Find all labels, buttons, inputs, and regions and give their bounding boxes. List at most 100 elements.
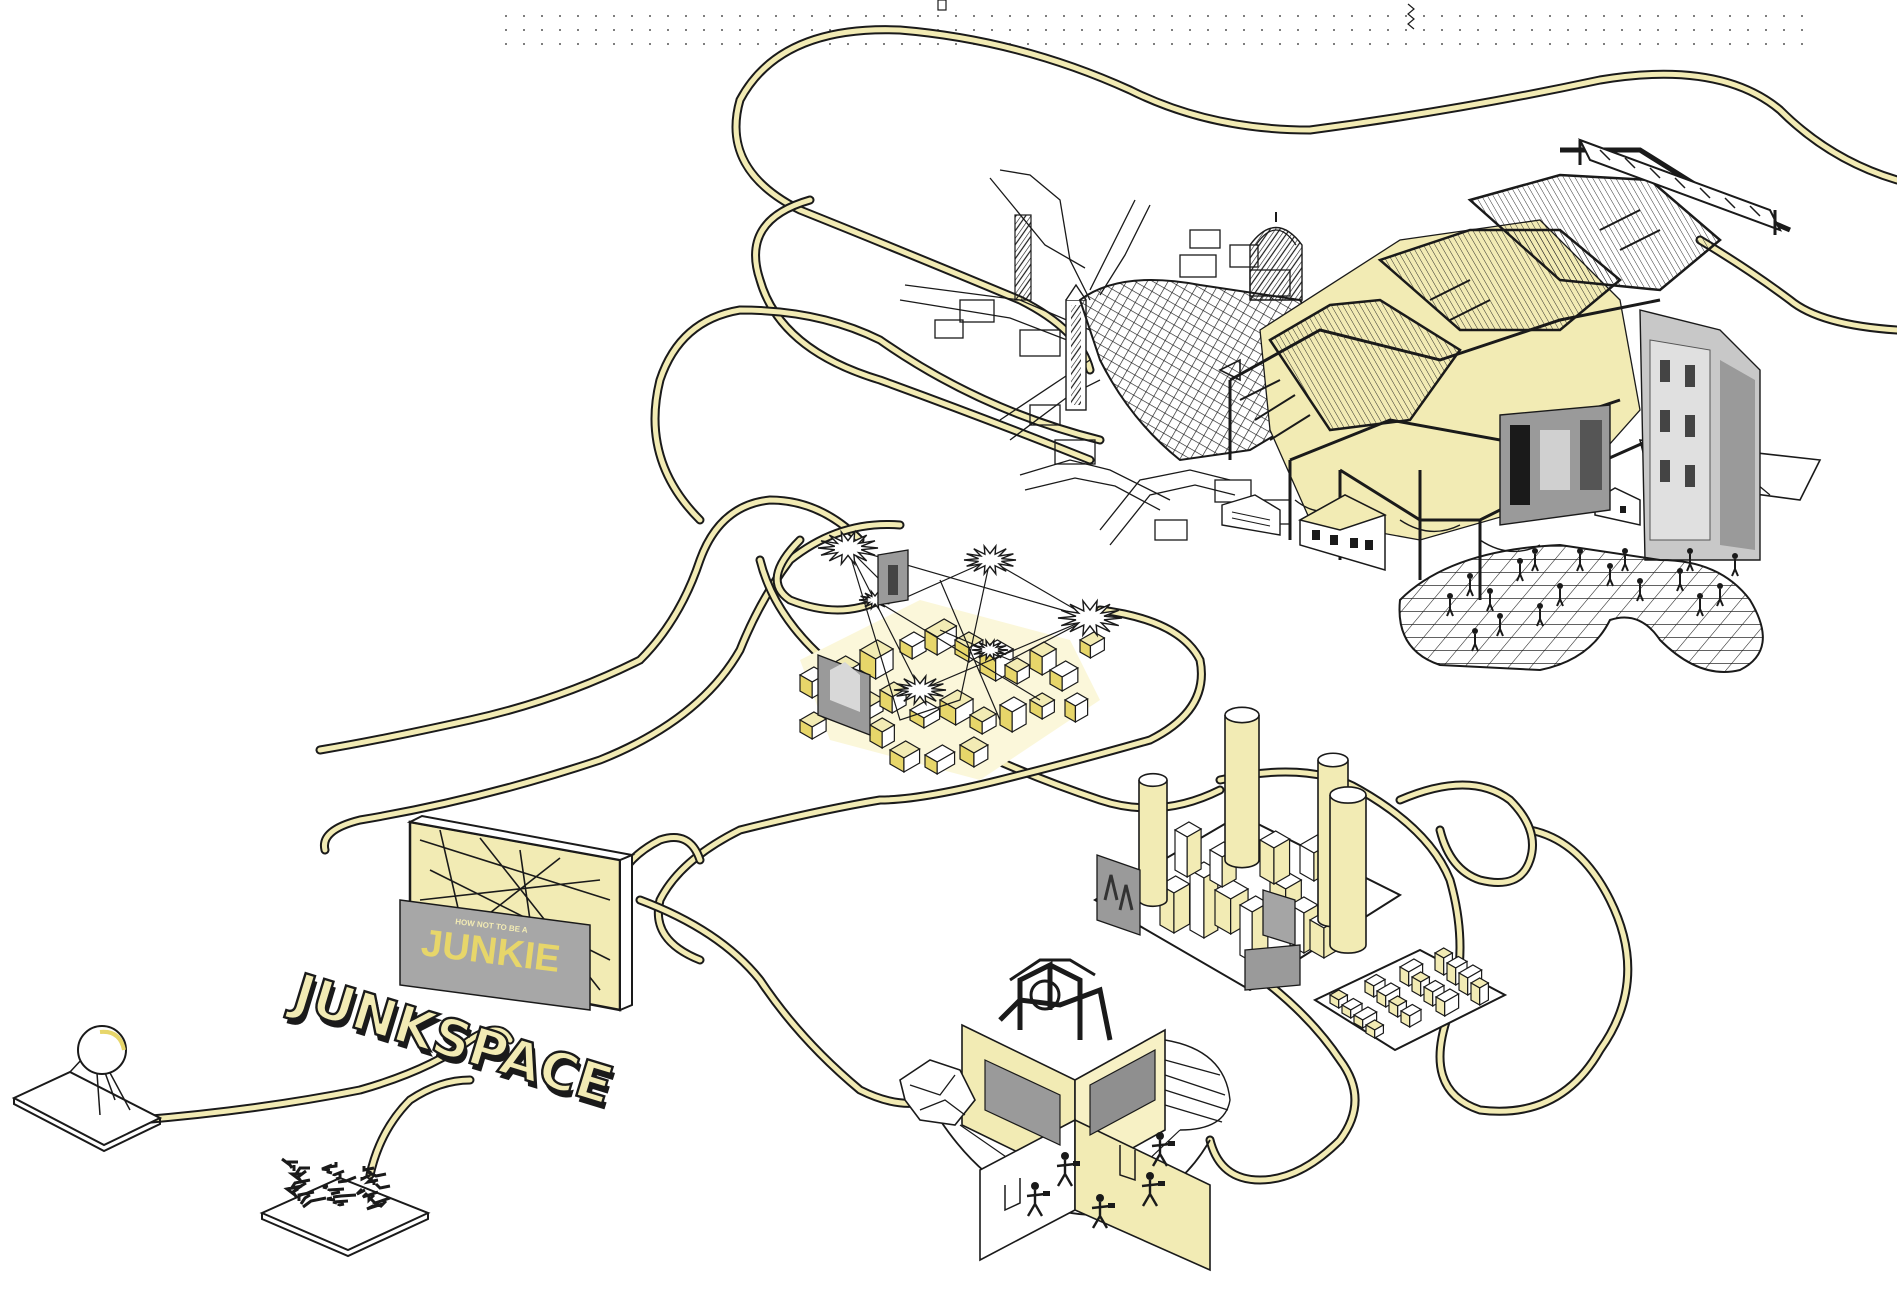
cluster-block-18: [888, 740, 921, 774]
junkspace-billboard: HOW NOT TO BE A JUNKIE JUNKSPACE JUNKSPA…: [282, 814, 636, 1123]
plaza-person-15: [1686, 548, 1694, 572]
dense-block-cluster: [1312, 947, 1508, 1052]
plaza-person-13: [1446, 593, 1454, 617]
plaza-person-7: [1636, 578, 1644, 602]
plaza-person-10: [1716, 583, 1724, 607]
road-core-9: [655, 607, 1204, 963]
camera-figures: [1026, 1132, 1175, 1229]
tower-block-8: [1173, 821, 1203, 879]
cylinder-1: [1138, 772, 1168, 908]
plaza-person-16: [1731, 553, 1739, 577]
cluster-block-4-right: [911, 637, 927, 661]
road-core-14: [637, 897, 933, 1106]
tower-block-9-right: [1273, 837, 1291, 886]
scaffold-machine: [998, 958, 1113, 1041]
photo-panel-crowd: [1096, 854, 1141, 936]
market-hall-complex: [899, 138, 1822, 673]
tower-block-8-left: [1174, 828, 1188, 879]
dense-block-9: [1352, 1006, 1378, 1030]
road-core-2: [1697, 237, 1897, 333]
cylinder-4: [1329, 786, 1367, 954]
cluster-block-23-right: [1089, 636, 1105, 660]
cluster-block-13: [908, 700, 941, 730]
cylinder-3-cap: [1317, 752, 1349, 768]
photo-panel-storefront: [1499, 404, 1611, 526]
small-house-left: [1297, 494, 1387, 572]
plaza-person-9: [1696, 593, 1704, 617]
road-core-11: [1217, 769, 1631, 1114]
dense-block-16: [1469, 977, 1490, 1007]
camera-figure-3: [1141, 1172, 1165, 1207]
dense-block-15-right: [1444, 992, 1460, 1018]
plaza-person-14: [1471, 628, 1479, 652]
tower-block-1-right: [1173, 882, 1191, 935]
dense-block-15: [1434, 988, 1460, 1018]
road-core-1: [733, 27, 1897, 373]
cluster-block-8-right: [1016, 663, 1030, 686]
camera-figure-1: [1026, 1182, 1050, 1217]
road-core-4: [652, 307, 1103, 523]
tall-cylinders: [1138, 706, 1367, 954]
plaza-people: [1446, 548, 1739, 652]
cluster-block-17-right: [1041, 698, 1055, 721]
cluster-block-4: [898, 631, 928, 661]
roof-trusses: [1218, 138, 1822, 600]
road-core-13: [1207, 947, 1358, 1183]
cylinder-1-body: [1138, 780, 1168, 908]
cluster-block-16-right: [1011, 702, 1027, 734]
top-dot-grid: [500, 0, 1810, 52]
camera-figure-2: [1091, 1194, 1115, 1229]
cluster-block-17: [1028, 692, 1056, 721]
cluster-block-20-right: [973, 743, 989, 769]
cluster-blocks: [798, 618, 1106, 776]
junk-pile-plate: [259, 1157, 431, 1258]
central-network-cluster: [798, 529, 1123, 780]
grid-plaza: [1398, 543, 1764, 673]
camera-figure-4: [1151, 1132, 1175, 1167]
dense-block-13: [1364, 1019, 1385, 1040]
spiral-stair: [1164, 1039, 1231, 1131]
photo-panel-cathedral: [817, 654, 871, 736]
cluster-block-15-right: [981, 712, 997, 736]
photo-panel-colonial-building: [1639, 309, 1761, 561]
cluster-block-13-right: [923, 707, 941, 730]
road-edge-14: [635, 895, 935, 1108]
tower-block-9: [1258, 830, 1291, 886]
tower-block-12-left: [1209, 848, 1223, 889]
cluster-block-3: [858, 639, 895, 681]
dense-block-14: [1399, 1003, 1423, 1029]
poster: HOW NOT TO BE A JUNKIE: [399, 899, 591, 1011]
garage-shed: [1221, 494, 1281, 536]
cluster-block-8: [1003, 657, 1031, 686]
road-core-16: [367, 1077, 473, 1178]
cluster-block-15: [968, 706, 998, 736]
cluster-block-10: [1048, 660, 1080, 693]
road-edge-2: [1695, 235, 1897, 335]
spiky-node-5: [971, 637, 1009, 663]
tall-tower: [1014, 214, 1087, 411]
camera-figure-5: [1056, 1152, 1080, 1187]
cluster-block-10-right: [1061, 666, 1079, 693]
plaza-person-8: [1676, 568, 1684, 592]
cluster-block-21-right: [811, 717, 827, 741]
road-core-5: [317, 497, 863, 753]
dense-block-9-right: [1362, 1010, 1378, 1030]
cluster-block-19: [923, 744, 956, 776]
photo-panel-figure: [877, 549, 909, 606]
junk-pile: [281, 1157, 391, 1211]
spiky-node-1: [817, 529, 879, 567]
ornate-pavilion: [1249, 212, 1303, 301]
road-core-15: [137, 1027, 513, 1123]
photo-panel-market: [1244, 944, 1301, 991]
dense-block-14-right: [1409, 1008, 1422, 1029]
tower-block-9-left: [1259, 838, 1275, 886]
road-core-3: [753, 197, 1093, 463]
cluster-block-3-right: [875, 647, 894, 681]
dense-block-16-right: [1479, 981, 1489, 1007]
sphere: [77, 1025, 127, 1075]
cluster-block-20: [958, 736, 990, 769]
cylinder-tower-cluster: [1093, 706, 1403, 992]
road-core-6: [321, 521, 903, 853]
